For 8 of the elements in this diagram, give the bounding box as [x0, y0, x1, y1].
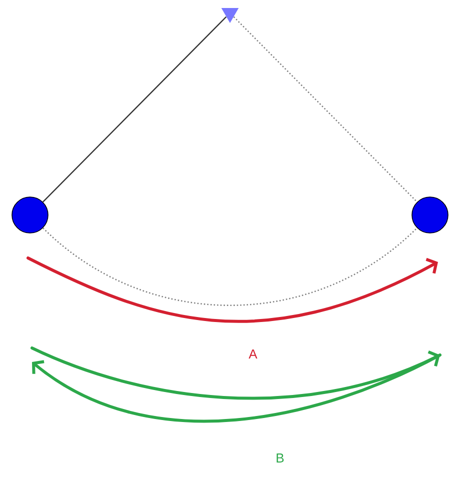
motion-label: B — [276, 454, 284, 462]
pendulum-bob — [412, 196, 448, 234]
motion-label: A — [248, 350, 258, 358]
dotted-line — [233, 16, 418, 202]
pivot-triangle — [221, 8, 239, 23]
pendulum-bob — [12, 196, 48, 234]
swing-arc — [42, 228, 418, 306]
pendulum-rod — [42, 16, 227, 202]
